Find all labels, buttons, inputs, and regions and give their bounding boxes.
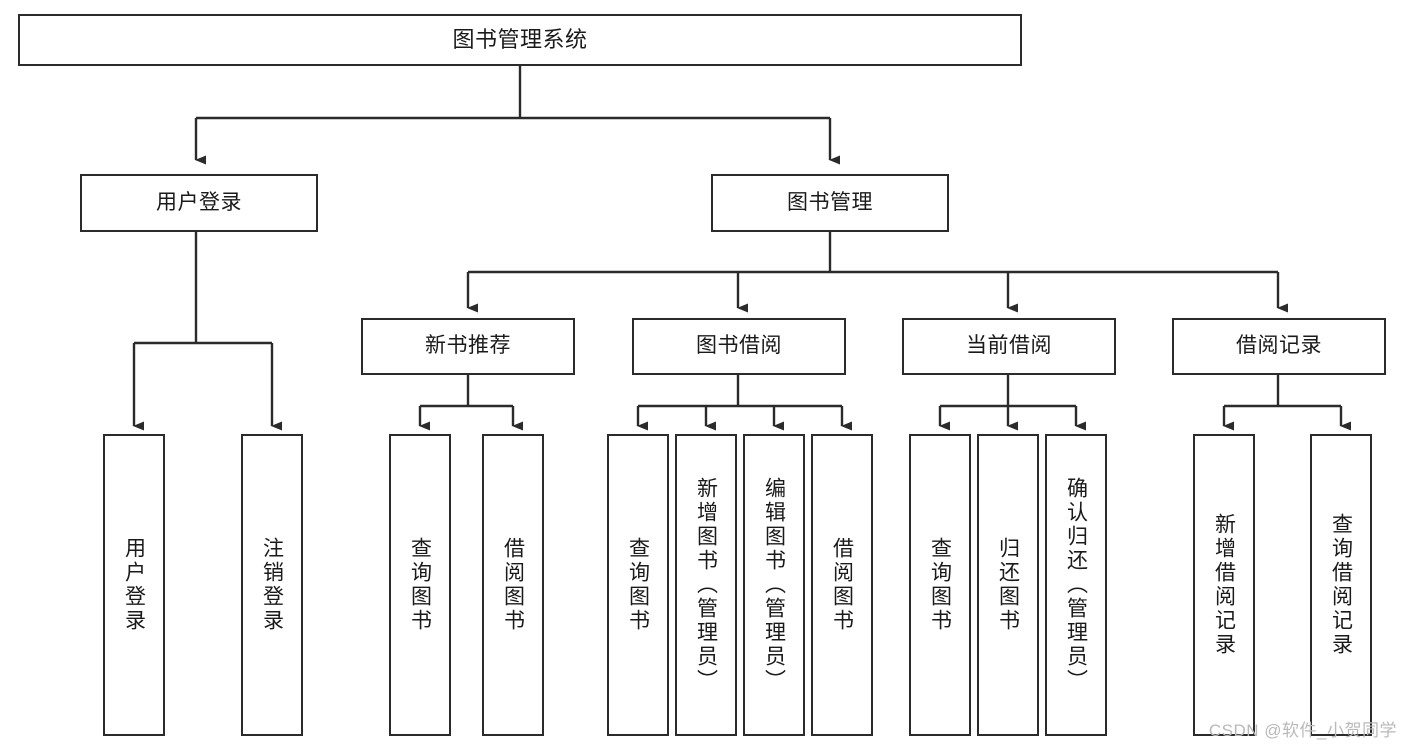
node-book-borrow-label: 图书借阅 — [696, 334, 782, 358]
csdn-watermark: CSDN @软件_小贺同学 — [1208, 721, 1397, 740]
leaf-user-login-0[interactable]: 用户登录 — [103, 434, 165, 736]
node-book-management[interactable]: 图书管理 — [711, 174, 949, 232]
leaf-current-borrow-1[interactable]: 归还图书 — [977, 434, 1039, 736]
leaf-new-book-recommend-0[interactable]: 查询图书 — [389, 434, 451, 736]
leaf-book-borrow-0-label: 查询图书 — [626, 537, 650, 633]
leaf-current-borrow-1-label: 归还图书 — [996, 537, 1020, 633]
leaf-user-login-1-label: 注销登录 — [260, 537, 284, 633]
leaf-current-borrow-2-label: 确认归还（管理员） — [1064, 477, 1088, 693]
node-new-book-recommend-label: 新书推荐 — [425, 334, 511, 358]
node-book-borrow[interactable]: 图书借阅 — [632, 318, 846, 375]
leaf-book-borrow-1-label: 新增图书（管理员） — [694, 477, 718, 693]
leaf-book-borrow-1[interactable]: 新增图书（管理员） — [675, 434, 737, 736]
leaf-user-login-1[interactable]: 注销登录 — [241, 434, 303, 736]
leaf-borrow-record-1-label: 查询借阅记录 — [1329, 513, 1353, 657]
leaf-borrow-record-0-label: 新增借阅记录 — [1212, 513, 1236, 657]
leaf-borrow-record-1[interactable]: 查询借阅记录 — [1310, 434, 1372, 736]
leaf-book-borrow-3-label: 借阅图书 — [830, 537, 854, 633]
node-current-borrow-label: 当前借阅 — [966, 334, 1052, 358]
leaf-new-book-recommend-0-label: 查询图书 — [408, 537, 432, 633]
node-root-label: 图书管理系统 — [452, 27, 588, 53]
leaf-borrow-record-0[interactable]: 新增借阅记录 — [1193, 434, 1255, 736]
node-borrow-record-label: 借阅记录 — [1236, 334, 1322, 358]
leaf-current-borrow-0[interactable]: 查询图书 — [909, 434, 971, 736]
leaf-book-borrow-2[interactable]: 编辑图书（管理员） — [743, 434, 805, 736]
leaf-user-login-0-label: 用户登录 — [122, 537, 146, 633]
node-book-management-label: 图书管理 — [787, 190, 873, 214]
leaf-new-book-recommend-1[interactable]: 借阅图书 — [482, 434, 544, 736]
node-new-book-recommend[interactable]: 新书推荐 — [361, 318, 575, 375]
leaf-current-borrow-2[interactable]: 确认归还（管理员） — [1045, 434, 1107, 736]
leaf-new-book-recommend-1-label: 借阅图书 — [501, 537, 525, 633]
node-user-login-label: 用户登录 — [156, 190, 242, 214]
leaf-book-borrow-3[interactable]: 借阅图书 — [811, 434, 873, 736]
leaf-book-borrow-0[interactable]: 查询图书 — [607, 434, 669, 736]
leaf-book-borrow-2-label: 编辑图书（管理员） — [762, 477, 786, 693]
node-root-library-system[interactable]: 图书管理系统 — [18, 14, 1022, 66]
node-current-borrow[interactable]: 当前借阅 — [902, 318, 1116, 375]
node-user-login[interactable]: 用户登录 — [80, 174, 318, 232]
node-borrow-record[interactable]: 借阅记录 — [1172, 318, 1386, 375]
leaf-current-borrow-0-label: 查询图书 — [928, 537, 952, 633]
